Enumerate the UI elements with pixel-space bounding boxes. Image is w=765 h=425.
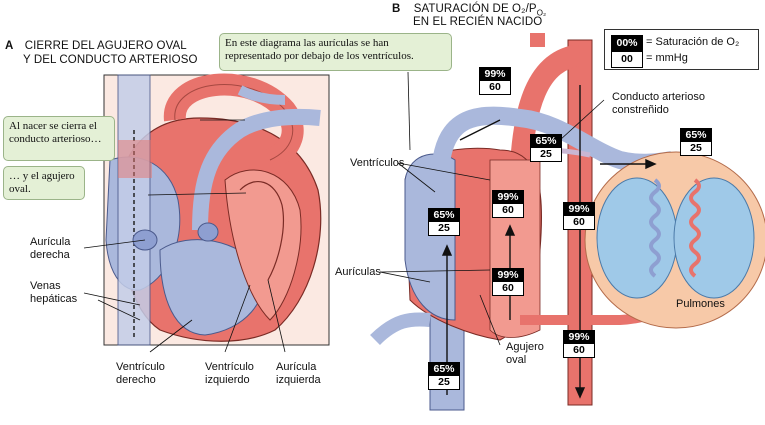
label-ductus-constricted: Conducto arterioso constreñido [612, 91, 705, 116]
badge-aorta-mid: 99%60 [563, 202, 595, 230]
panel-b-leader-lines [379, 71, 605, 346]
legend-saturation-chip: 00% [611, 35, 643, 52]
panel-a-leader-lines [83, 119, 286, 353]
legend-mmhg-label: = mmHg [646, 52, 688, 64]
label-atria: Aurículas [335, 266, 381, 278]
label-left-ventricle: Ventrículo izquierdo [205, 361, 254, 386]
badge-vena-cava: 65%25 [428, 362, 460, 390]
callout-atria-below-note: En este diagrama las aurículas se han re… [219, 33, 452, 71]
panel-a-title-line2: Y DEL CONDUCTO ARTERIOSO [23, 54, 198, 66]
badge-aorta-top: 99%60 [479, 67, 511, 95]
panel-b-title-line1: SATURACIÓN DE O₂/P [413, 3, 537, 15]
panel-a-heading: A CIERRE DEL AGUJERO OVAL [5, 40, 187, 53]
label-right-ventricle: Ventrículo derecho [116, 361, 165, 386]
label-right-atrium: Aurícula derecha [30, 236, 71, 261]
badge-left-atrium: 99%60 [492, 268, 524, 296]
legend-box: 00% = Saturación de O₂ 00 = mmHg [604, 29, 759, 70]
legend-mmhg-chip: 00 [611, 51, 643, 68]
callout-ductus-closes: Al nacer se cierra el conducto arterioso… [3, 116, 115, 161]
panel-b-heading: B SATURACIÓN DE O₂/PO₂ [392, 3, 546, 19]
panel-b-title-sub: O₂ [536, 8, 547, 18]
label-ventricles: Ventrículos [350, 157, 405, 169]
callout-oval-closes: … y el agujero oval. [3, 166, 85, 200]
badge-pulmonary-right: 65%25 [680, 128, 712, 156]
label-foramen-ovale: Agujero oval [506, 341, 544, 366]
badge-right-ventricle: 65%25 [428, 208, 460, 236]
label-hepatic-veins: Venas hepáticas [30, 280, 78, 305]
badge-left-ventricle: 99%60 [492, 190, 524, 218]
label-left-atrium: Aurícula izquierda [276, 361, 321, 386]
badge-aorta-low: 99%60 [563, 330, 595, 358]
panel-a-title-line1: CIERRE DEL AGUJERO OVAL [24, 40, 187, 52]
legend-saturation-label: = Saturación de O₂ [646, 36, 740, 48]
label-lungs: Pulmones [676, 298, 725, 310]
panel-a-letter: A [5, 40, 14, 52]
panel-a-heart-illustration [103, 73, 330, 346]
panel-b-letter: B [392, 3, 401, 15]
panel-b-title-line2: EN EL RECIÉN NACIDO [413, 16, 543, 28]
badge-pulmonary-artery: 65%25 [530, 134, 562, 162]
